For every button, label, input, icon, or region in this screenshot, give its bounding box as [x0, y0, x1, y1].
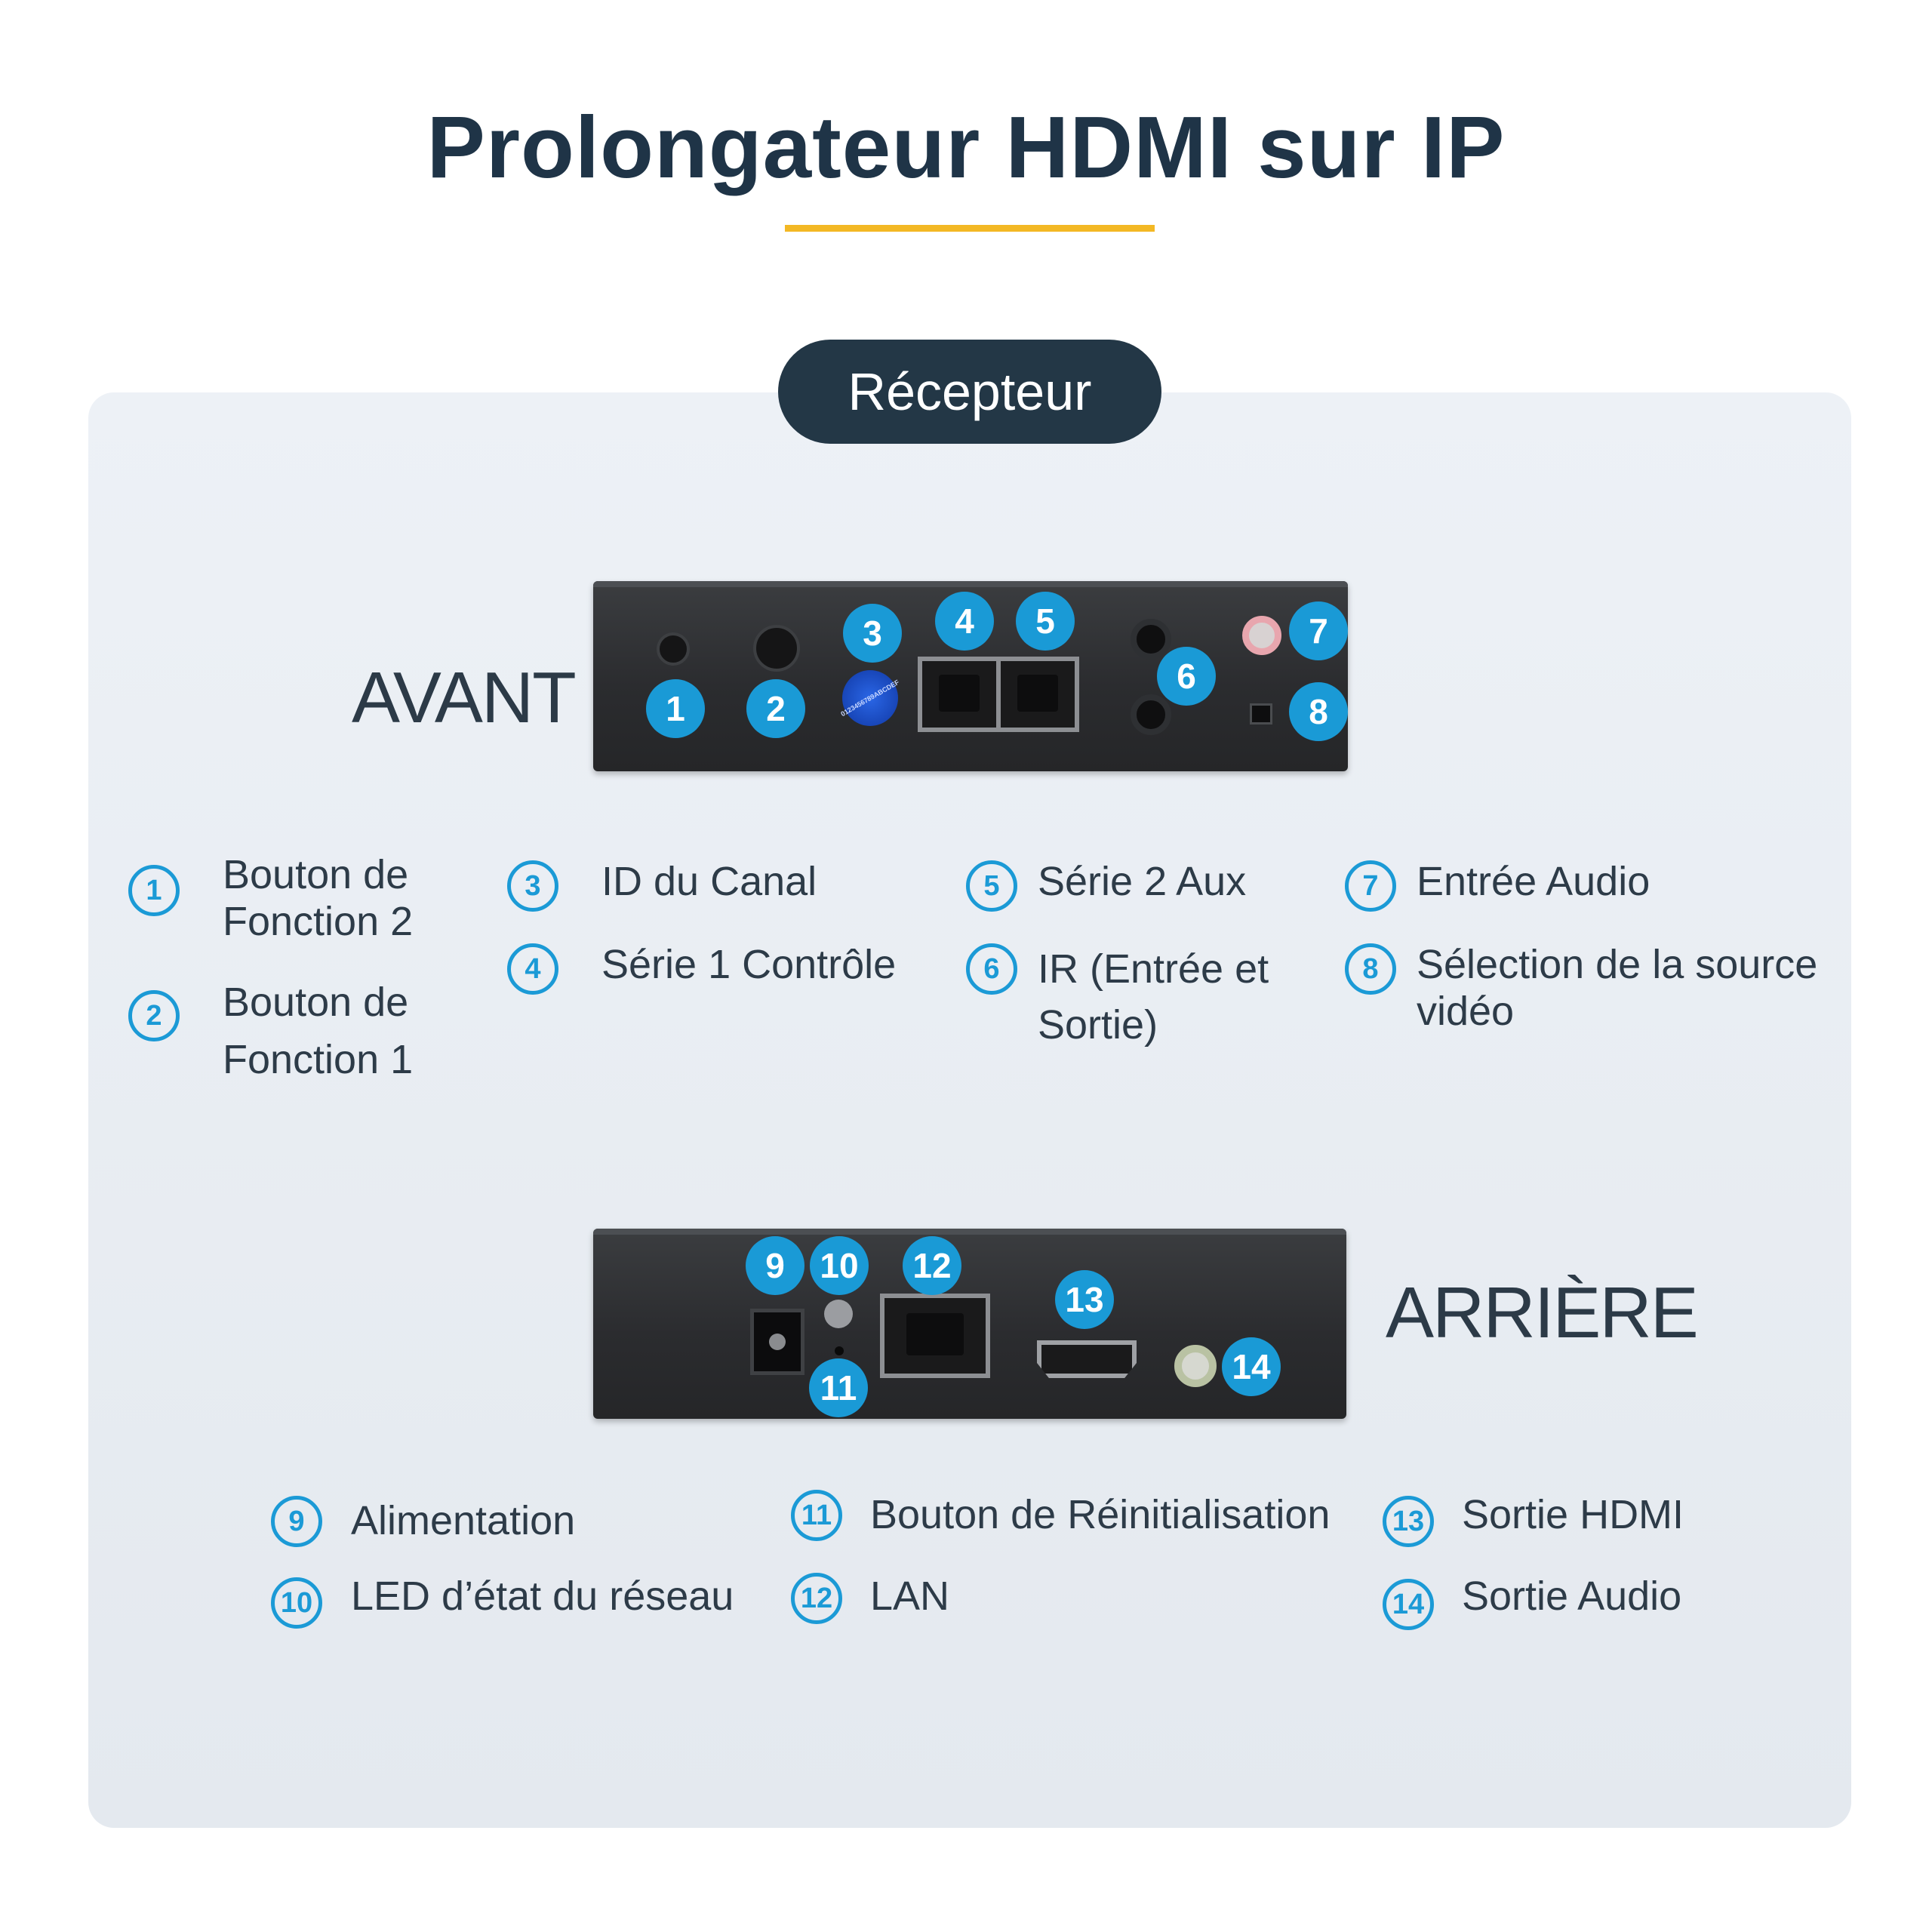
legend-num-13: 13 — [1383, 1496, 1434, 1547]
front-label: AVANT — [352, 657, 577, 738]
serial-2-port — [996, 657, 1079, 732]
audio-input-jack — [1242, 616, 1281, 655]
legend-num-14: 14 — [1383, 1579, 1434, 1630]
legend-text-4: Série 1 Contrôle — [601, 942, 897, 987]
video-source-switch — [1250, 703, 1272, 724]
badge-14: 14 — [1222, 1337, 1281, 1396]
serial-1-port — [918, 657, 1001, 732]
power-jack — [750, 1309, 804, 1375]
legend-text-9: Alimentation — [351, 1498, 576, 1543]
badge-9: 9 — [746, 1236, 804, 1295]
badge-8: 8 — [1289, 682, 1348, 741]
legend-num-12: 12 — [791, 1573, 842, 1624]
rear-label: ARRIÈRE — [1386, 1272, 1699, 1353]
legend-num-6: 6 — [966, 943, 1017, 995]
badge-2: 2 — [746, 679, 805, 738]
legend-text-12: LAN — [870, 1574, 950, 1619]
badge-13: 13 — [1055, 1270, 1114, 1329]
badge-3: 3 — [843, 604, 902, 663]
legend-num-7: 7 — [1345, 860, 1396, 912]
legend-text-1: Bouton de Fonction 2 — [223, 852, 414, 944]
badge-1: 1 — [646, 679, 705, 738]
legend-num-11: 11 — [791, 1490, 842, 1541]
legend-text-8: Sélection de la source vidéo — [1417, 942, 1818, 1034]
function-button-1 — [753, 625, 800, 672]
ir-jack-top — [1131, 619, 1171, 660]
legend-num-5: 5 — [966, 860, 1017, 912]
dial-label: 0123456789ABCDEF — [839, 678, 901, 718]
section-pill: Récepteur — [778, 340, 1161, 444]
legend-text-13: Sortie HDMI — [1462, 1492, 1684, 1537]
lan-port — [880, 1294, 990, 1378]
badge-12: 12 — [903, 1236, 961, 1295]
network-status-led — [824, 1300, 853, 1328]
legend-text-7: Entrée Audio — [1417, 859, 1651, 904]
badge-4: 4 — [935, 592, 994, 651]
hdmi-output-port — [1037, 1340, 1137, 1378]
ir-jack-bottom — [1131, 694, 1171, 735]
function-button-2 — [657, 632, 690, 666]
legend-text-3: ID du Canal — [601, 859, 817, 904]
legend-text-14: Sortie Audio — [1462, 1574, 1682, 1619]
page-title: Prolongateur HDMI sur IP — [426, 98, 1506, 196]
reset-pinhole — [835, 1346, 844, 1355]
audio-output-jack — [1174, 1345, 1217, 1387]
rear-panel-device — [593, 1229, 1346, 1419]
badge-6: 6 — [1157, 647, 1216, 706]
legend-num-9: 9 — [271, 1496, 322, 1547]
channel-id-dial: 0123456789ABCDEF — [839, 670, 901, 726]
badge-10: 10 — [810, 1236, 869, 1295]
badge-11: 11 — [809, 1358, 868, 1417]
legend-num-10: 10 — [271, 1577, 322, 1629]
badge-7: 7 — [1289, 601, 1348, 660]
badge-5: 5 — [1016, 592, 1075, 651]
legend-text-6: IR (Entrée et Sortie) — [1038, 946, 1269, 1048]
legend-num-2: 2 — [128, 990, 180, 1041]
legend-text-5: Série 2 Aux — [1038, 859, 1247, 904]
legend-num-1: 1 — [128, 865, 180, 916]
legend-text-2: Bouton de Fonction 1 — [223, 980, 414, 1082]
title-underline — [785, 225, 1155, 232]
legend-text-10: LED d’état du réseau — [351, 1574, 734, 1619]
legend-num-4: 4 — [507, 943, 558, 995]
legend-num-3: 3 — [507, 860, 558, 912]
legend-num-8: 8 — [1345, 943, 1396, 995]
legend-text-11: Bouton de Réinitialisation — [870, 1492, 1331, 1537]
